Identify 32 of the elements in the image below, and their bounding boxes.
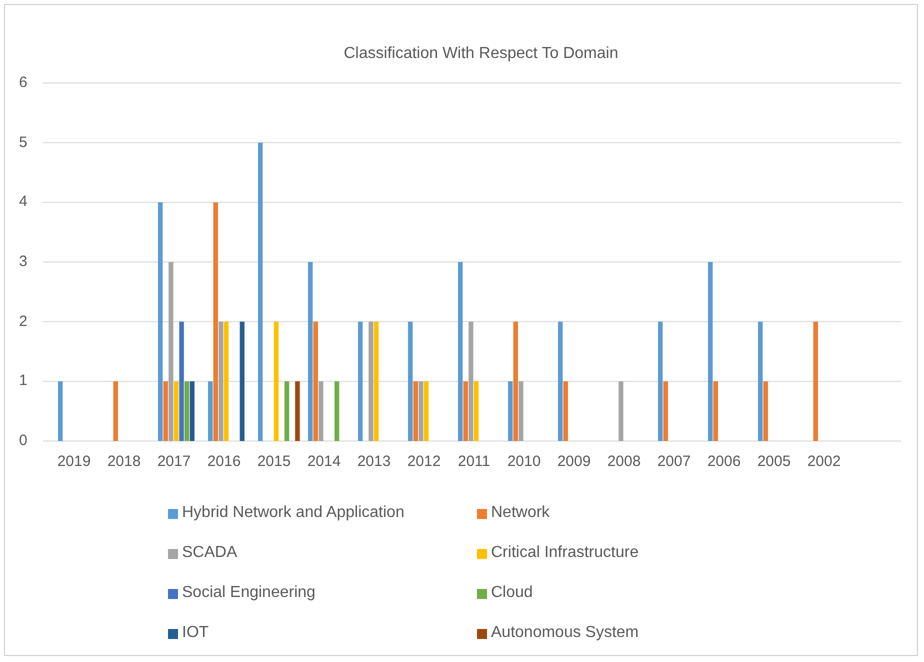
x-tick-label: 2017 <box>156 453 192 470</box>
legend-label: Autonomous System <box>491 624 639 642</box>
x-tick-label: 2018 <box>106 453 142 470</box>
x-tick-label: 2010 <box>506 453 542 470</box>
y-tick-label: 5 <box>19 134 28 151</box>
x-tick-label: 2008 <box>606 453 642 470</box>
x-tick-label: 2009 <box>556 453 592 470</box>
legend-label: Network <box>491 504 550 522</box>
x-tick-label: 2006 <box>706 453 742 470</box>
y-tick-label: 6 <box>19 74 28 91</box>
y-tick-label: 3 <box>19 253 28 270</box>
x-tick-label: 2016 <box>206 453 242 470</box>
x-tick-label: 2002 <box>806 453 842 470</box>
y-tick-label: 1 <box>19 372 28 390</box>
x-tick-label: 2019 <box>56 453 92 470</box>
y-tick-label: 4 <box>19 193 28 210</box>
x-tick-label: 2014 <box>306 453 342 470</box>
x-tick-label: 2005 <box>756 453 792 470</box>
x-tick-label: 2013 <box>356 453 392 470</box>
x-tick-label: 2012 <box>406 453 442 470</box>
x-tick-label: 2007 <box>656 453 692 470</box>
x-tick-label: 2015 <box>256 453 292 470</box>
legend-label: Cloud <box>491 584 533 602</box>
chart-title: Classification With Respect To Domain <box>342 45 620 63</box>
legend-label: IOT <box>182 624 209 642</box>
x-tick-label: 2011 <box>456 453 492 470</box>
legend-label: Social Engineering <box>182 584 316 602</box>
legend-label: SCADA <box>182 544 238 562</box>
legend-label: Critical Infrastructure <box>491 544 639 562</box>
y-tick-label: 2 <box>19 312 28 330</box>
legend-label: Hybrid Network and Application <box>182 504 404 522</box>
y-tick-label: 0 <box>19 432 28 449</box>
